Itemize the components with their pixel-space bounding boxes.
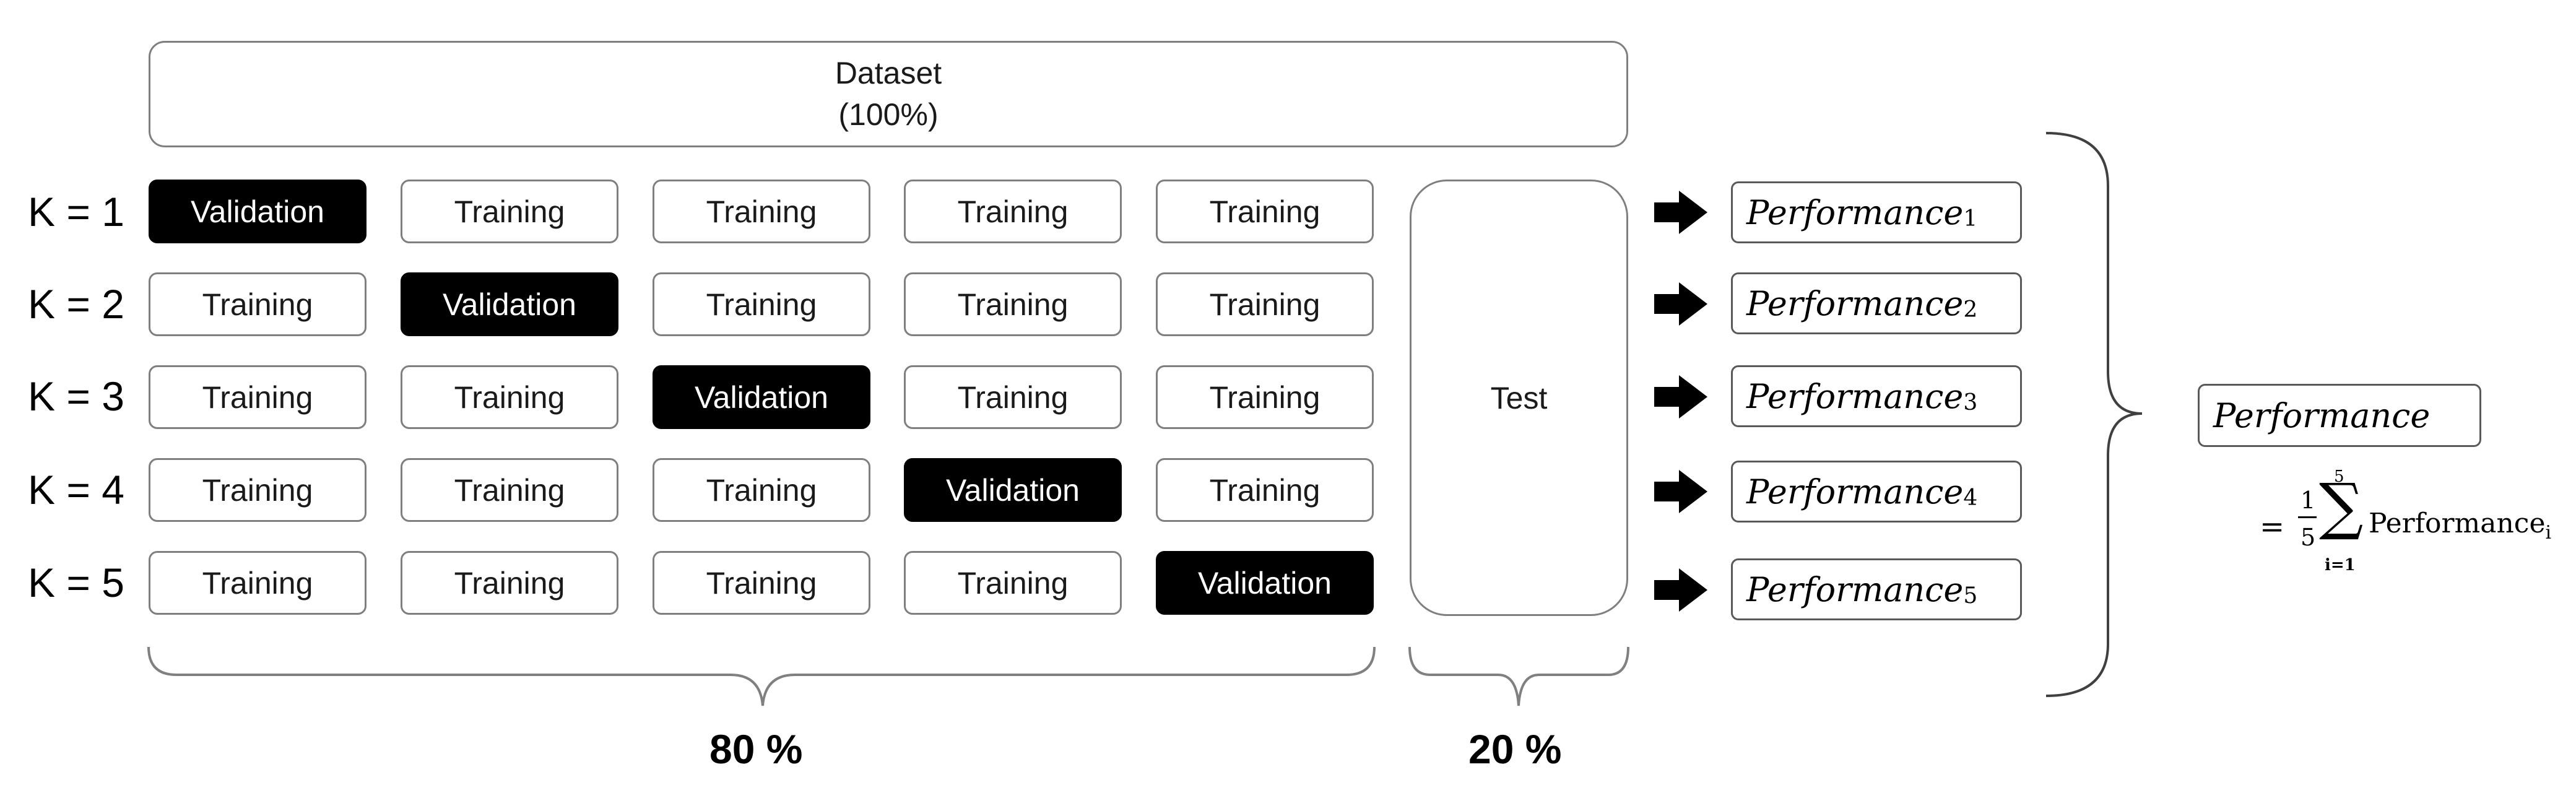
fold-cell: Training (149, 272, 366, 336)
formula-fraction-bar (2298, 516, 2317, 518)
arrow-icon (1654, 375, 1707, 419)
fold-cell: Validation (401, 272, 618, 336)
arrow-icons (1654, 191, 1707, 612)
fold-label-k1: K = 1 (28, 189, 124, 235)
fold-cell: Training (1156, 272, 1374, 336)
fold-cell: Training (401, 458, 618, 522)
train-percentage: 80 % (709, 726, 803, 772)
fold-cell: Training (1156, 180, 1374, 243)
test-percentage: 20 % (1468, 726, 1562, 772)
fold-cell: Training (149, 551, 366, 615)
performance-index: 2 (1963, 297, 1978, 323)
performance-brace (2045, 132, 2143, 697)
fold-cell: Training (653, 180, 870, 243)
test-box: Test (1410, 180, 1628, 616)
formula-lower-limit: i=1 (2325, 556, 2356, 575)
fold-cell: Training (149, 365, 366, 429)
fold-cell: Training (904, 551, 1122, 615)
performance-label: Performance (1746, 570, 1964, 609)
performance-index: 5 (1963, 583, 1978, 609)
fold-cell: Training (653, 272, 870, 336)
fold-cell: Validation (149, 180, 366, 243)
formula-term-label: Performance (2369, 508, 2546, 539)
fold-cell: Training (904, 180, 1122, 243)
dataset-label: Dataset (835, 55, 942, 90)
fold-cell: Training (904, 365, 1122, 429)
performance-result-label: Performance (2213, 396, 2431, 435)
fold-label-k3: K = 3 (28, 373, 124, 419)
fold-cell: Training (401, 365, 618, 429)
fold-cell: Training (401, 551, 618, 615)
fold-cell: Training (653, 551, 870, 615)
performance-label: Performance (1746, 284, 1964, 323)
performance-index: 1 (1963, 206, 1978, 232)
train-bracket (147, 646, 1376, 706)
dataset-box: Dataset (100%) (149, 41, 1628, 147)
performance-label: Performance (1746, 193, 1964, 232)
test-bracket (1408, 646, 1629, 706)
dataset-percent: (100%) (838, 97, 939, 132)
fold-cell: Training (149, 458, 366, 522)
formula-upper-limit: 5 (2334, 467, 2344, 486)
arrow-icon (1654, 282, 1707, 326)
fold-cell: Training (401, 180, 618, 243)
formula-sum-icon: ∑ (2319, 470, 2364, 542)
fold-label-k4: K = 4 (28, 467, 124, 513)
formula-denominator: 5 (2301, 524, 2316, 551)
fold-label-k2: K = 2 (28, 281, 124, 327)
fold-cell: Training (1156, 365, 1374, 429)
formula-term-sub: i (2545, 521, 2552, 544)
formula-equals: = (2260, 510, 2285, 544)
performance-index: 3 (1963, 389, 1978, 415)
performance-label: Performance (1746, 472, 1964, 511)
fold-cell: Validation (653, 365, 870, 429)
fold-label-k5: K = 5 (28, 560, 124, 605)
fold-cell: Validation (904, 458, 1122, 522)
arrow-icon (1654, 191, 1707, 234)
performance-label: Performance (1746, 376, 1964, 416)
fold-cell: Training (1156, 458, 1374, 522)
performance-result-box: Performance (2198, 384, 2481, 447)
fold-cell: Training (653, 458, 870, 522)
arrow-icon (1654, 568, 1707, 612)
formula-term: Performancei (2369, 508, 2551, 544)
fold-cell: Training (904, 272, 1122, 336)
fold-cell: Validation (1156, 551, 1374, 615)
arrow-icon (1654, 470, 1707, 513)
formula-numerator: 1 (2301, 487, 2316, 514)
performance-index: 4 (1963, 485, 1978, 511)
